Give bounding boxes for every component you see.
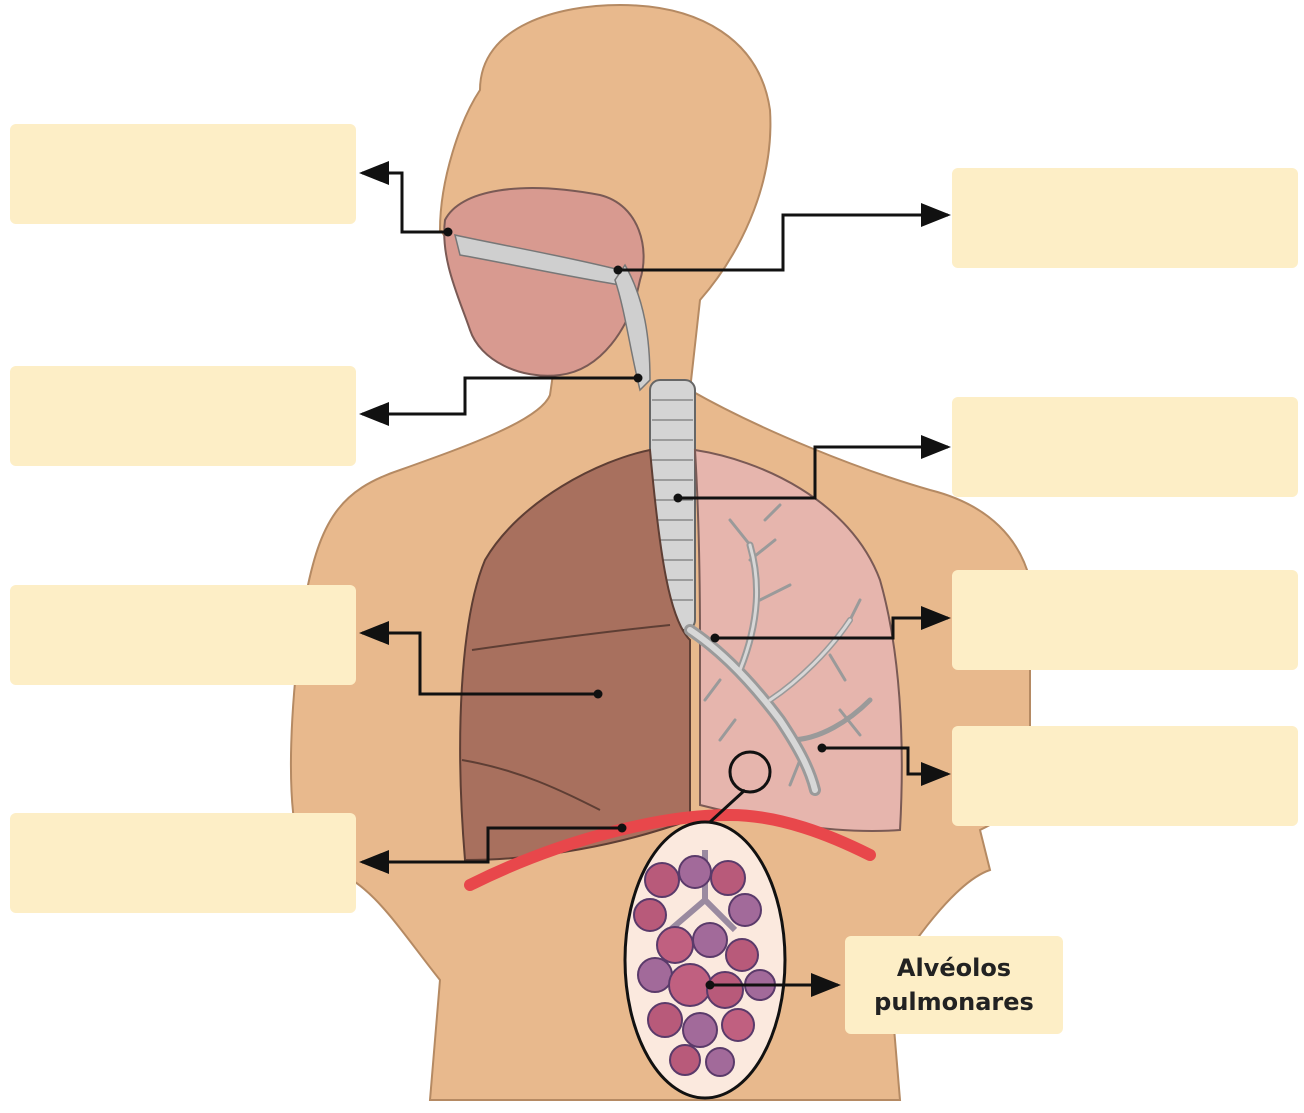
anchor-dot — [444, 228, 453, 237]
label-box-right-lung[interactable] — [10, 585, 356, 685]
anchor-dot — [818, 744, 827, 753]
label-box-nasal-cavity[interactable] — [10, 124, 356, 224]
alveoli-label: Alvéolos pulmonares — [874, 951, 1034, 1019]
label-box-alveoli: Alvéolos pulmonares — [845, 936, 1063, 1034]
anchor-dot — [711, 634, 720, 643]
label-box-bronchioles[interactable] — [952, 726, 1298, 826]
anchor-dot — [674, 494, 683, 503]
label-box-diaphragm[interactable] — [10, 813, 356, 913]
anchor-dot — [614, 266, 623, 275]
label-box-pharynx[interactable] — [952, 168, 1298, 268]
anchor-dot — [706, 981, 715, 990]
anchor-dot — [634, 374, 643, 383]
label-box-trachea[interactable] — [952, 397, 1298, 497]
leader-nasal-cavity — [362, 173, 448, 232]
label-box-bronchi[interactable] — [952, 570, 1298, 670]
alveoli-label-line2: pulmonares — [874, 985, 1034, 1019]
label-box-larynx[interactable] — [10, 366, 356, 466]
anchor-dot — [594, 690, 603, 699]
anchor-dot — [618, 824, 627, 833]
alveoli-label-line1: Alvéolos — [874, 951, 1034, 985]
